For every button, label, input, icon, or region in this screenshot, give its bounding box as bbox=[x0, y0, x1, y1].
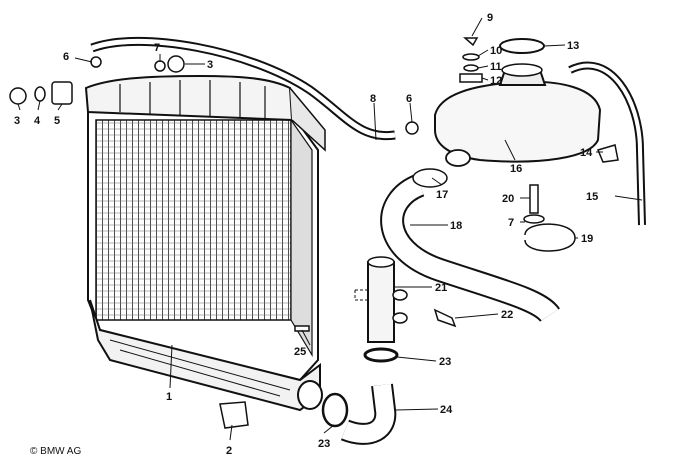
label-6: 6 bbox=[406, 93, 412, 105]
label-5: 5 bbox=[54, 115, 60, 127]
label-23: 23 bbox=[318, 438, 330, 450]
connector-pipe bbox=[367, 256, 408, 343]
label-10: 10 bbox=[490, 45, 502, 57]
hose-clamp bbox=[363, 347, 399, 363]
label-24: 24 bbox=[440, 404, 453, 416]
label-19: 19 bbox=[581, 233, 593, 245]
expansion-tank bbox=[434, 38, 602, 167]
label-3: 3 bbox=[207, 59, 213, 71]
label-9: 9 bbox=[487, 12, 493, 24]
label-14: 14 bbox=[580, 147, 593, 159]
label-16: 16 bbox=[510, 163, 522, 175]
label-13: 13 bbox=[567, 40, 579, 52]
label-25: 25 bbox=[294, 346, 306, 358]
label-2: 2 bbox=[226, 445, 232, 457]
label-7: 7 bbox=[508, 217, 514, 229]
label-7: 7 bbox=[154, 42, 160, 54]
leader-lines bbox=[17, 17, 643, 441]
label-15: 15 bbox=[586, 191, 598, 203]
label-23: 23 bbox=[439, 356, 451, 368]
radiator bbox=[84, 74, 326, 412]
label-6: 6 bbox=[63, 51, 69, 63]
label-1: 1 bbox=[166, 391, 172, 403]
label-17: 17 bbox=[436, 189, 448, 201]
part-labels: 6 7 3 3 4 5 8 6 9 10 11 12 13 14 15 16 1… bbox=[14, 12, 598, 457]
label-12: 12 bbox=[490, 75, 502, 87]
label-22: 22 bbox=[501, 309, 513, 321]
label-11: 11 bbox=[490, 61, 502, 73]
label-8: 8 bbox=[370, 93, 376, 105]
copyright: © BMW AG bbox=[30, 446, 82, 457]
label-3: 3 bbox=[14, 115, 20, 127]
label-21: 21 bbox=[435, 282, 447, 294]
small-parts bbox=[9, 37, 619, 429]
label-20: 20 bbox=[502, 193, 514, 205]
label-18: 18 bbox=[450, 220, 462, 232]
label-4: 4 bbox=[34, 115, 41, 127]
